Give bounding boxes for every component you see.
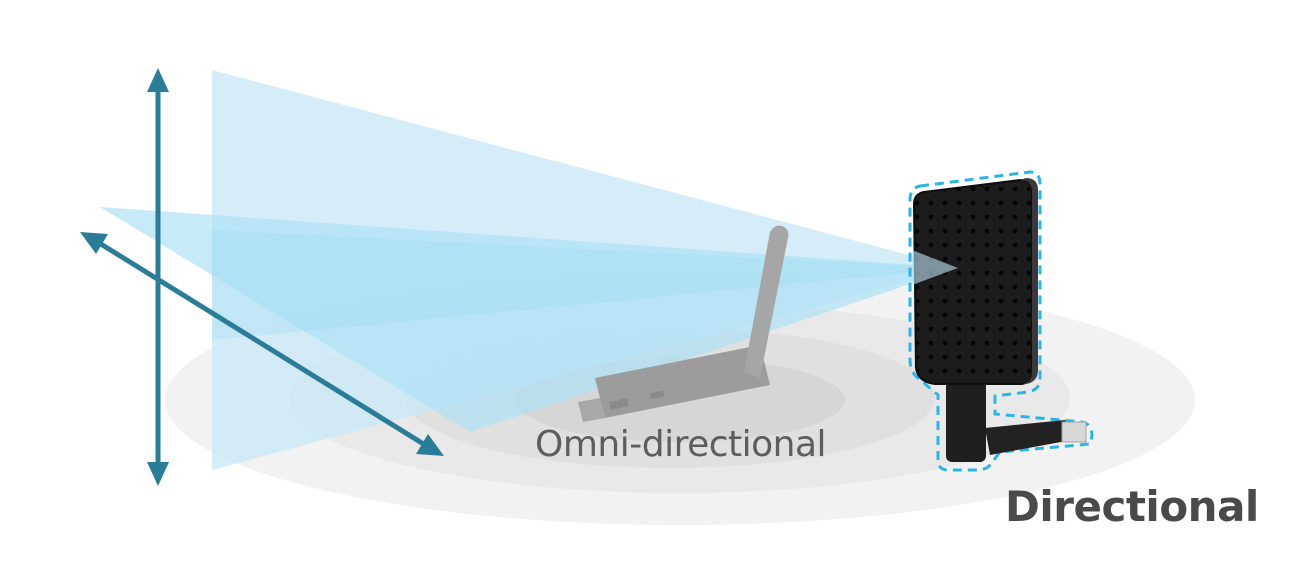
directional-antenna-icon [908, 170, 1094, 472]
omni-directional-label: Omni-directional [535, 424, 827, 465]
directional-beam [100, 70, 958, 470]
directional-label: Directional [1005, 482, 1259, 531]
horizontal-axis-arrow-icon [80, 232, 444, 456]
omni-adapter-icon [578, 225, 789, 422]
